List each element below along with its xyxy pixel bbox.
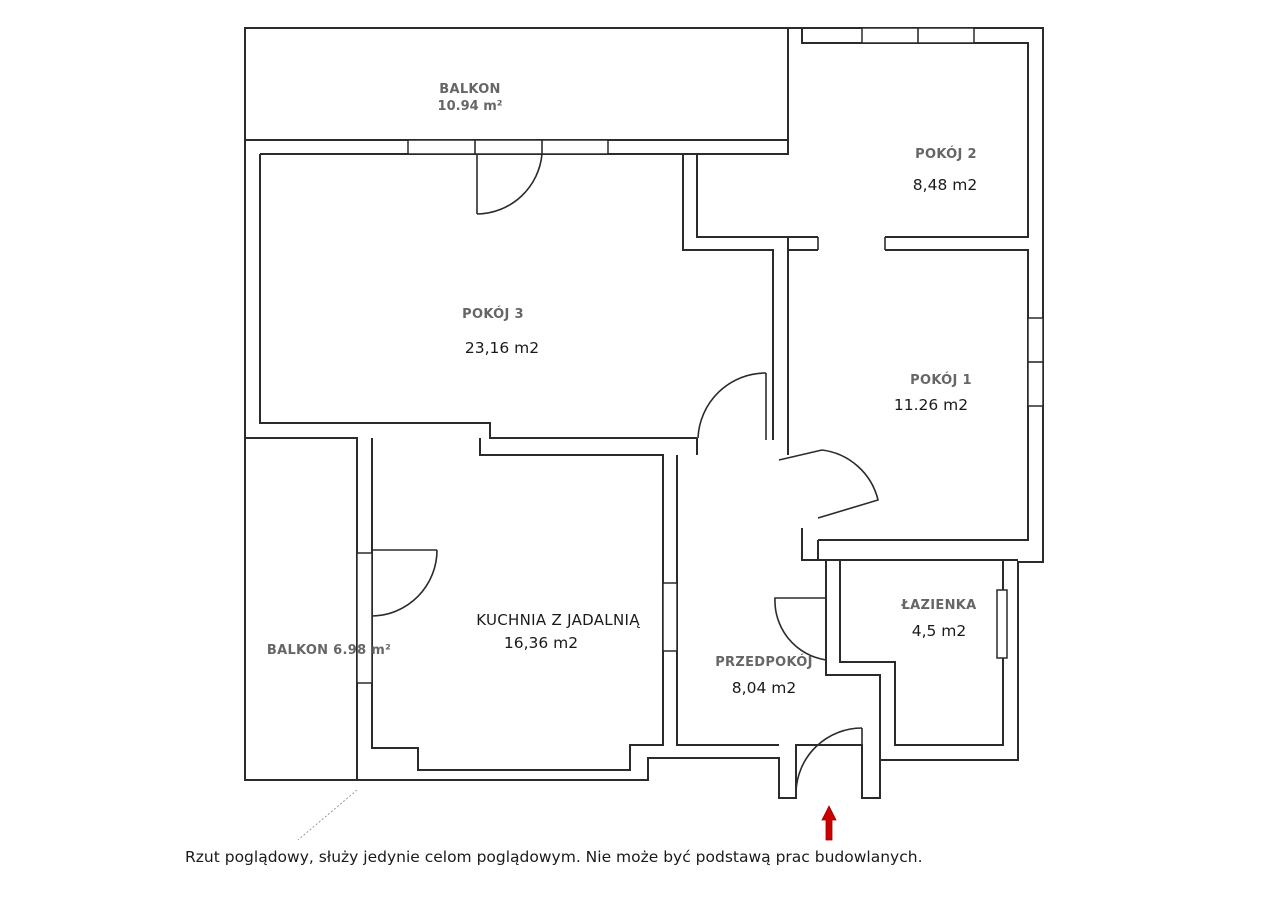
room-area-kuchnia: 16,36 m2 — [504, 634, 578, 652]
room-labels: BALKON 10.94 m² POKÓJ 2 8,48 m2 POKÓJ 3 … — [267, 82, 977, 697]
disclaimer-note: Rzut poglądowy, służy jedynie celom pogl… — [185, 848, 923, 866]
room-area-pokoj3: 23,16 m2 — [465, 339, 539, 357]
room-name-pokoj2: POKÓJ 2 — [915, 146, 977, 162]
doors — [297, 153, 886, 841]
room-area-pokoj1: 11.26 m2 — [894, 396, 968, 414]
room-area-lazienka: 4,5 m2 — [912, 622, 967, 640]
room-area-pokoj2: 8,48 m2 — [913, 176, 977, 194]
room-name-pokoj3: POKÓJ 3 — [462, 306, 524, 322]
entrance-arrow-icon — [821, 805, 837, 841]
room-name-lazienka: ŁAZIENKA — [901, 598, 977, 613]
room-label-balkon-left: BALKON 6.98 m² — [267, 643, 391, 658]
windows — [356, 27, 1044, 684]
walls — [244, 27, 1044, 799]
room-name-przedpokoj: PRZEDPOKÓJ — [715, 654, 813, 670]
room-name-balkon-top: BALKON — [439, 82, 500, 97]
room-area-przedpokoj: 8,04 m2 — [732, 679, 796, 697]
room-area-balkon-top: 10.94 m² — [438, 99, 503, 114]
room-name-kuchnia: KUCHNIA Z JADALNIĄ — [476, 611, 640, 629]
room-name-pokoj1: POKÓJ 1 — [910, 372, 972, 388]
